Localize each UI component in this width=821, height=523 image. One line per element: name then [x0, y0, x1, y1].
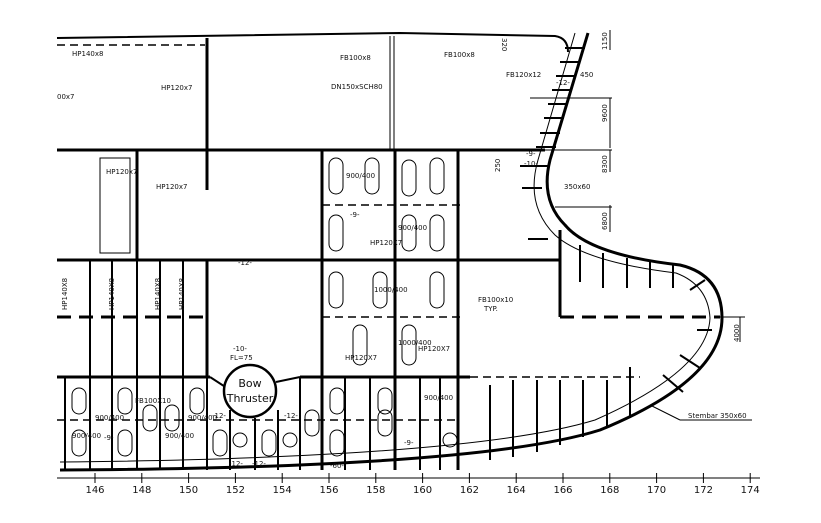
frame-number: 160: [413, 485, 432, 496]
bow-thruster-label-1: Bow: [238, 377, 261, 390]
label: 4000: [733, 324, 741, 342]
label: FB100x10: [478, 296, 513, 304]
label: -12-: [212, 412, 226, 420]
frame-number: 168: [600, 485, 619, 496]
label: FB100X10: [135, 397, 171, 405]
label: -12-: [556, 79, 570, 87]
label: -9-: [404, 439, 414, 447]
label: HP120x7: [161, 84, 192, 92]
frame-number: 148: [132, 485, 151, 496]
label: -60-: [330, 462, 344, 470]
label: HP120X7: [370, 239, 402, 247]
frame-number: 158: [366, 485, 385, 496]
label: 900/400: [398, 224, 427, 232]
label: 900/400: [165, 432, 194, 440]
label: HP140X8: [61, 278, 69, 310]
frame-number: 162: [460, 485, 479, 496]
frames-lower: [64, 260, 441, 470]
label: 8300: [601, 155, 609, 173]
main-deck-line: [56, 31, 569, 53]
label: -12-: [238, 259, 252, 267]
label: 250: [494, 159, 502, 172]
label: 1000/400: [398, 339, 432, 347]
frame-number: 170: [647, 485, 666, 496]
bulb-frames: [489, 245, 712, 460]
label: HP120X7: [418, 345, 450, 353]
label: DN150xSCH80: [331, 83, 383, 91]
label: 900/400: [346, 172, 375, 180]
label: FL=75: [230, 354, 253, 362]
frame-number: 156: [319, 485, 338, 496]
label: 900/400: [424, 394, 453, 402]
frame-number: 174: [741, 485, 760, 496]
label: HP140x8: [72, 50, 103, 58]
annotations: HP140x8 00x7 HP120x7 FB100x8 DN150xSCH80…: [57, 32, 747, 470]
bow-thruster-label-2: Thruster: [226, 392, 274, 405]
frame-number: 172: [694, 485, 713, 496]
label: -10-: [524, 160, 538, 168]
frame-number: 166: [553, 485, 572, 496]
thruster-stay-r: [275, 376, 301, 383]
label: -10-: [233, 345, 247, 353]
label: -12-: [284, 412, 298, 420]
label: TYP.: [483, 305, 498, 313]
frame-number: 152: [226, 485, 245, 496]
bow-thruster-tunnel: [222, 363, 278, 419]
label: HP140X8: [154, 278, 162, 310]
stembar-label: Stembar 350x60: [688, 412, 747, 420]
label: 900/400: [95, 414, 124, 422]
stem-inner: [59, 32, 711, 463]
label: 900/400: [188, 414, 217, 422]
label: -12-: [229, 460, 243, 468]
frame-number: 164: [507, 485, 526, 496]
frame-number: 154: [273, 485, 292, 496]
label: 900/400: [72, 432, 101, 440]
label: 450: [580, 71, 593, 79]
frame-axis: 146 148 150 152 154 156 158 160 162 164 166 168 170 1…: [85, 473, 760, 496]
label: HP120x7: [106, 168, 137, 176]
lightening-holes: [71, 157, 458, 457]
label: HP120x7: [156, 183, 187, 191]
frame-number: 146: [85, 485, 104, 496]
label: FB100x8: [444, 51, 475, 59]
label: -9-: [526, 150, 536, 158]
label: -12-: [252, 460, 266, 468]
label: FB120x12: [506, 71, 541, 79]
label: 00x7: [57, 93, 75, 101]
dimension-lines: [57, 30, 760, 479]
bulkheads: [135, 38, 562, 470]
label: 6800: [601, 212, 609, 230]
stem-brackets: [520, 47, 585, 240]
label: -9-: [104, 434, 114, 442]
label: HP120X7: [345, 354, 377, 362]
label: 9600: [601, 104, 609, 122]
stem-outer: [59, 32, 724, 472]
label: -9-: [350, 211, 360, 219]
label: 1150: [601, 32, 609, 50]
label: HP140X8: [178, 278, 186, 310]
frame-number: 150: [179, 485, 198, 496]
label: FB100x8: [340, 54, 371, 62]
label: 320: [500, 38, 508, 51]
label: HP140X8: [108, 278, 116, 310]
label: 1000/400: [374, 286, 408, 294]
label: 350x60: [564, 183, 590, 191]
